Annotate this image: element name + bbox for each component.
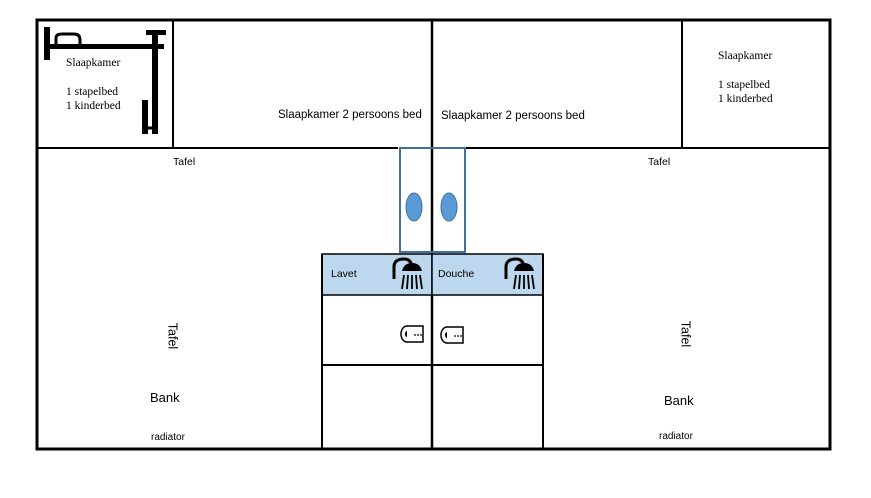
outer-wall [35,18,832,451]
table-blue-right-label: Tafel [678,320,693,348]
room-line1-left: 1 stapelbed [66,86,119,98]
sink-left [405,192,423,222]
room-line2-right: 1 kinderbed [718,93,773,105]
table-green-right-label: Tafel [648,156,671,168]
douche-label: Douche [438,268,475,280]
sink-partition [399,147,466,253]
room-title-right: Slaapkamer [718,50,773,62]
table-blue-left-label: Tafel [165,322,180,350]
room-line2-left: 1 kinderbed [66,100,121,112]
lavet-label: Lavet [331,268,357,280]
radiator-left-label: radiator [151,432,185,443]
toilet-roll-icon [400,325,424,343]
room-title-left: Slaapkamer [66,57,121,69]
table-green-left-label: Tafel [173,156,196,168]
sink-right [440,192,458,222]
sofa-left-label: Bank [150,390,180,405]
bunk-bed-icon [44,27,166,134]
room-line1-right: 1 stapelbed [718,79,771,91]
room-label-double-right: Slaapkamer 2 persoons bed [441,110,585,122]
radiator-right-label: radiator [659,431,693,442]
toilet-roll-icon [440,326,464,344]
sofa-right-label: Bank [664,393,694,408]
room-label-double-left: Slaapkamer 2 persoons bed [278,109,422,121]
